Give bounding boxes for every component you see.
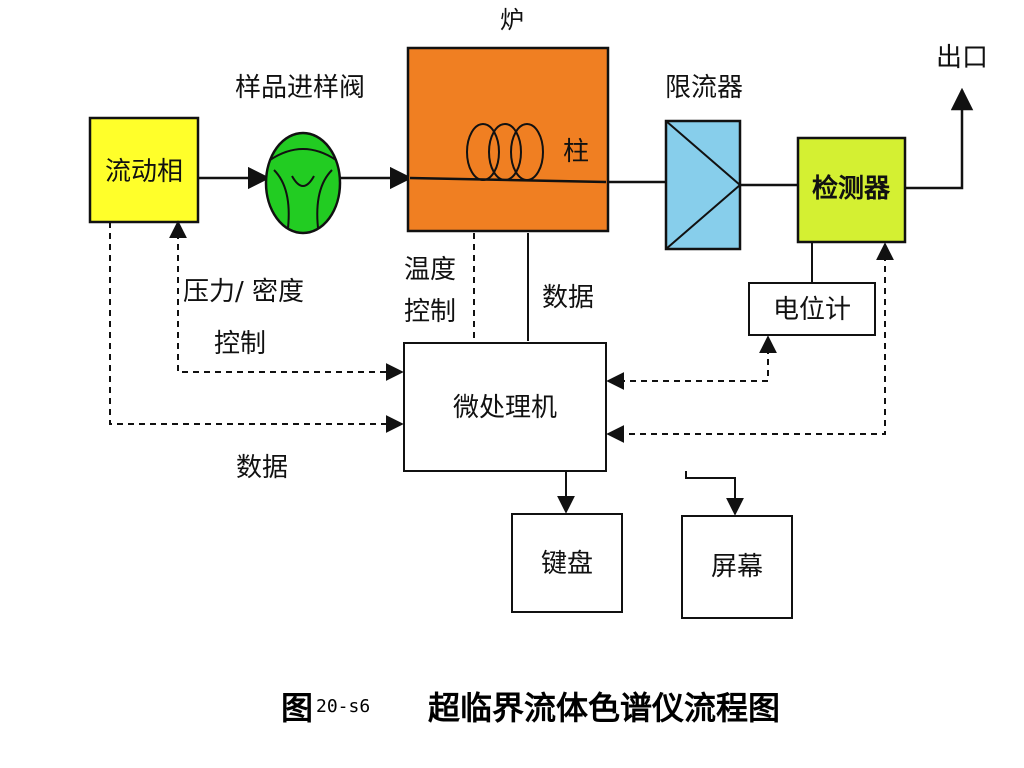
data-label-upper: 数据 (542, 283, 594, 313)
mobile-phase-data-signal-line (109, 222, 404, 433)
outlet-label: 出口 (936, 43, 988, 73)
potentiometer-signal-line (606, 335, 777, 390)
pressure-density-label: 压力/ 密度 (183, 277, 304, 307)
to-screen-line (685, 471, 744, 516)
flow-line-to-outlet (905, 87, 974, 190)
temperature-control-label: 温度 (404, 255, 456, 285)
column-label: 柱 (563, 137, 589, 167)
caption-number: 20-s6 (316, 696, 370, 717)
pressure-density-label-line2: 控制 (214, 329, 266, 359)
restrictor-label: 限流器 (665, 73, 743, 103)
detector-label: 检测器 (812, 173, 891, 204)
screen-label: 屏幕 (711, 552, 763, 582)
microprocessor-box (403, 342, 607, 472)
screen-box (681, 515, 793, 619)
column-coil-icon (409, 123, 607, 184)
keyboard-label: 键盘 (541, 549, 593, 579)
oven-box (406, 46, 610, 233)
mobile-phase-label: 流动相 (105, 157, 183, 187)
restrictor-icon (665, 120, 742, 250)
data-label-lower: 数据 (236, 453, 288, 483)
sample-valve-icon (264, 131, 342, 235)
oven-label: 炉 (500, 6, 524, 34)
detector-box (796, 136, 907, 244)
mobile-phase-box (88, 116, 200, 224)
detector-signal-line (606, 242, 894, 443)
keyboard-box (511, 513, 623, 613)
pressure-control-signal-line (169, 220, 404, 381)
microprocessor-label: 微处理机 (453, 393, 557, 423)
sample-valve-label: 样品进样阀 (235, 73, 365, 103)
restrictor-box (664, 119, 742, 251)
caption-title: 超临界流体色谱仪流程图 (428, 689, 780, 727)
caption-prefix: 图 (281, 689, 313, 727)
potentiometer-label: 电位计 (773, 295, 851, 325)
temperature-control-label-line2: 控制 (404, 297, 456, 327)
